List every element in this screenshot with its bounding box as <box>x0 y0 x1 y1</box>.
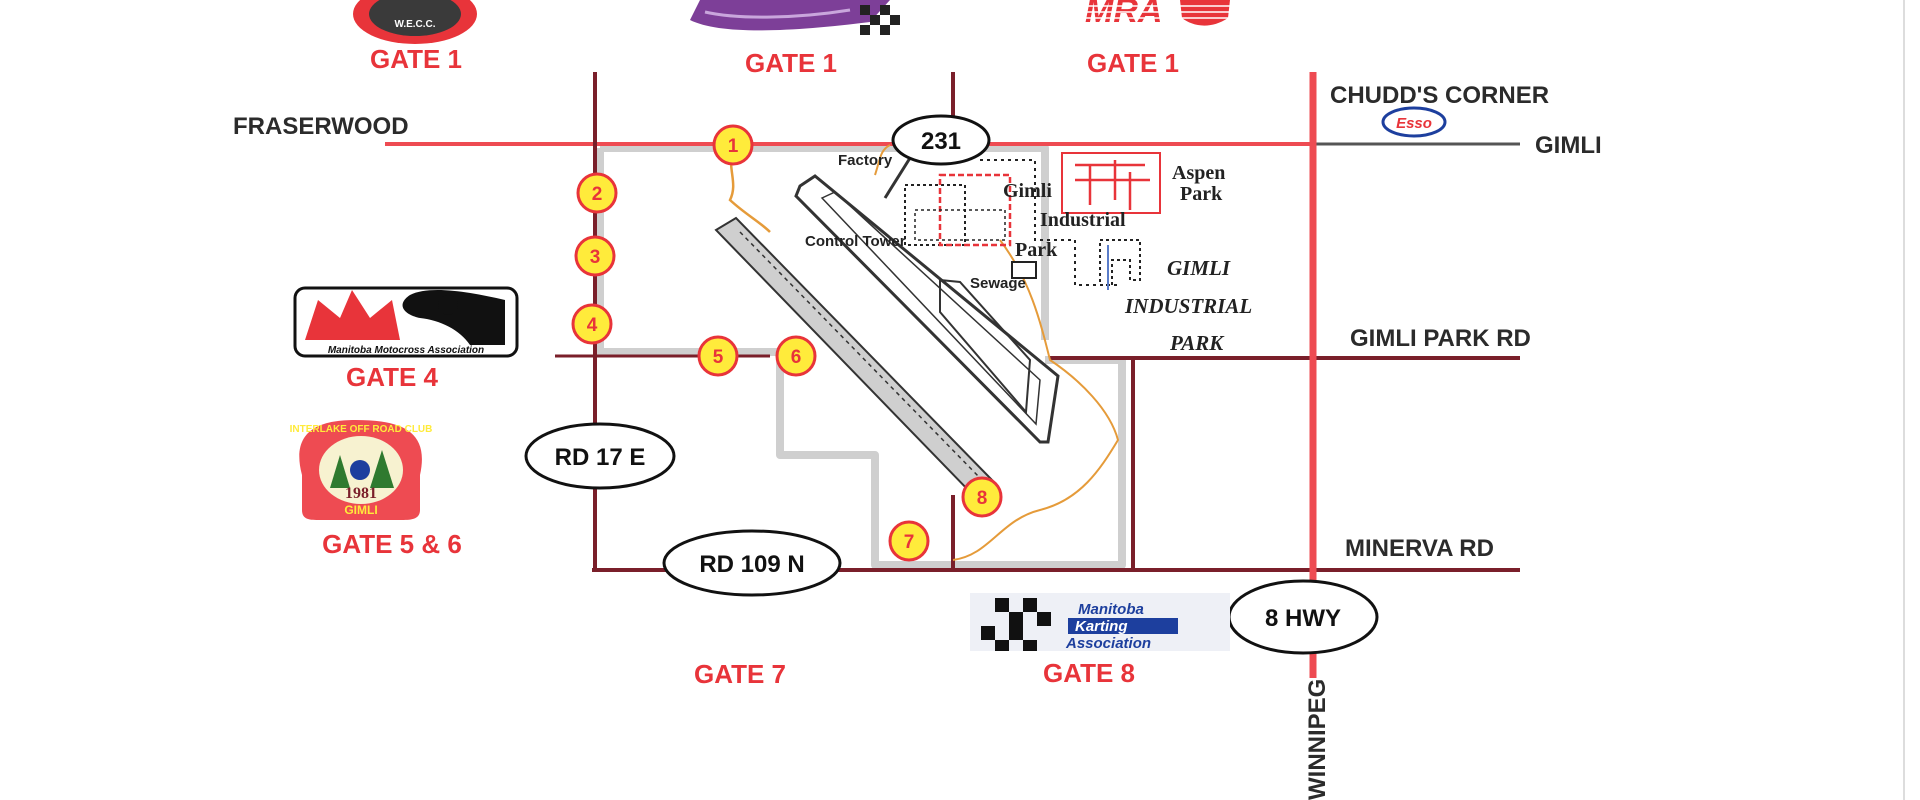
gate-marker-5[interactable]: 5 <box>697 335 739 377</box>
badge-231: 231 <box>891 114 991 166</box>
label-factory: Factory <box>838 152 893 169</box>
gate-marker-2[interactable]: 2 <box>576 172 618 214</box>
town-block <box>904 184 966 246</box>
gate-marker-2-num: 2 <box>592 184 603 205</box>
drag-strip-inner <box>820 191 1041 426</box>
gate-label-offroad: GATE 5 & 6 <box>322 529 462 559</box>
gate-marker-6-num: 6 <box>791 347 802 368</box>
label-gimli-industrial-3: PARK <box>1169 331 1225 355</box>
gate-label-mra: GATE 1 <box>1087 48 1179 78</box>
aspen-park-streets <box>1075 160 1150 210</box>
gate-marker-4-num: 4 <box>587 315 598 336</box>
gate-marker-3[interactable]: 3 <box>574 235 616 277</box>
aspen-park-outline <box>1061 152 1161 214</box>
gate-label-motocross: GATE 4 <box>346 362 439 392</box>
label-fraserwood: FRASERWOOD <box>233 113 409 140</box>
label-minerva-rd: MINERVA RD <box>1345 535 1494 562</box>
wecc-logo: W.E.C.C. <box>353 0 477 44</box>
label-control-tower: Control Tower <box>805 233 906 250</box>
gate-marker-3-num: 3 <box>590 247 601 268</box>
badge-rd109n: RD 109 N <box>662 529 842 597</box>
offroad-club-logo: INTERLAKE OFF ROAD CLUB 1981 GIMLI <box>290 420 433 520</box>
gate-label-wecc: GATE 1 <box>370 44 462 74</box>
gate-marker-7-num: 7 <box>904 532 915 553</box>
industrial-park-outline <box>1099 239 1141 286</box>
esso-logo: Esso <box>1381 106 1447 138</box>
gate-marker-8-num: 8 <box>977 488 988 509</box>
label-gimli-industrial-1: GIMLI <box>1167 256 1231 280</box>
karting-logo-line3: Association <box>1065 635 1151 652</box>
gate-marker-1[interactable]: 1 <box>712 124 754 166</box>
offroad-logo-town: GIMLI <box>344 503 377 517</box>
label-gimli-park-rd: GIMLI PARK RD <box>1350 325 1531 352</box>
karting-logo: Manitoba Karting Association <box>970 593 1230 652</box>
runway-edge <box>739 231 981 479</box>
gate-marker-5-num: 5 <box>713 347 724 368</box>
gate-label-dragway: GATE 1 <box>745 48 837 78</box>
gate-marker-8[interactable]: 8 <box>961 476 1003 518</box>
motocross-logo: Manitoba Motocross Association <box>293 286 519 358</box>
trail-mid <box>874 144 891 176</box>
badge-rd109n-text: RD 109 N <box>699 551 804 578</box>
apron <box>939 278 1032 415</box>
badge-rd17e: RD 17 E <box>524 422 676 490</box>
badge-hwy8-text: 8 HWY <box>1265 605 1341 632</box>
mra-logo: MRA <box>1040 0 1230 30</box>
label-gimli-town: Gimli <box>1003 180 1052 202</box>
dragway-logo <box>690 0 900 35</box>
label-aspen-park: Park <box>1180 183 1223 205</box>
label-industrial: Industrial <box>1040 209 1126 231</box>
badge-hwy8: 8 HWY <box>1227 579 1379 655</box>
town-road <box>980 159 1120 286</box>
label-chudds-corner: CHUDD'S CORNER <box>1330 82 1549 109</box>
gate-label-karting: GATE 8 <box>1043 658 1135 688</box>
trail-east <box>952 239 1120 561</box>
gimli-town <box>904 152 1161 290</box>
gate-marker-1-num: 1 <box>728 136 739 157</box>
mra-logo-text: MRA <box>1085 0 1162 30</box>
label-gimli: GIMLI <box>1535 132 1602 159</box>
motocross-logo-text: Manitoba Motocross Association <box>328 345 484 356</box>
badge-rd17e-text: RD 17 E <box>555 444 646 471</box>
label-aspen: Aspen <box>1172 162 1225 184</box>
gate-marker-4[interactable]: 4 <box>571 303 613 345</box>
wecc-logo-text: W.E.C.C. <box>394 19 435 30</box>
trail-north <box>728 151 771 233</box>
gate-marker-6[interactable]: 6 <box>775 335 817 377</box>
badge-231-text: 231 <box>921 128 961 155</box>
gate-label-gate7: GATE 7 <box>694 659 786 689</box>
karting-logo-line1: Manitoba <box>1078 601 1144 618</box>
esso-logo-text: Esso <box>1396 115 1432 132</box>
offroad-logo-top-text: INTERLAKE OFF ROAD CLUB <box>290 424 433 435</box>
offroad-logo-year: 1981 <box>345 485 377 502</box>
town-block <box>914 209 1006 241</box>
label-winnipeg: WINNIPEG <box>1304 679 1331 800</box>
sewage-building <box>1011 261 1037 279</box>
label-gimli-industrial-2: INDUSTRIAL <box>1124 294 1252 318</box>
karting-logo-line2: Karting <box>1075 618 1128 635</box>
label-sewage: Sewage <box>970 275 1026 292</box>
factory-spur <box>883 157 912 199</box>
gate-marker-7[interactable]: 7 <box>888 520 930 562</box>
label-park: Park <box>1015 239 1058 261</box>
